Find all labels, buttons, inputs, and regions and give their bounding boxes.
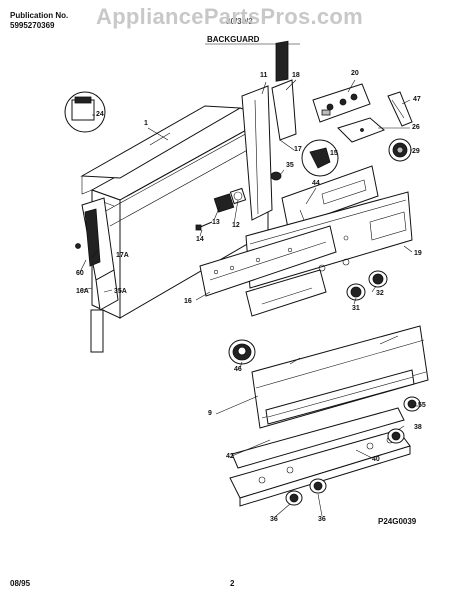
callout-35a: 35A: [114, 288, 127, 295]
callout-36-left: 36: [270, 516, 278, 523]
part-knob-31: [346, 283, 366, 301]
callout-14: 14: [196, 236, 204, 243]
part-knob-36a: [285, 490, 303, 506]
part-knob-55: [403, 396, 421, 412]
callout-13: 13: [212, 219, 220, 226]
callout-16a: 16A: [76, 288, 89, 295]
callout-1: 1: [144, 120, 148, 127]
watermark: AppliancePartsPros.com: [96, 4, 364, 29]
callout-44: 44: [312, 180, 320, 187]
callout-55: 55: [418, 402, 426, 409]
section-title: BACKGUARD: [207, 35, 260, 44]
part-knob-36b: [309, 478, 327, 494]
part-knob-38: [387, 428, 405, 444]
callout-11: 11: [260, 72, 268, 79]
part-switch-detail: [64, 91, 106, 133]
part-left-endcap: [75, 197, 119, 353]
callout-20: 20: [351, 70, 359, 77]
callout-17: 17: [294, 146, 302, 153]
part-timer-knob: [388, 138, 412, 162]
callout-47: 47: [413, 96, 421, 103]
part-end-bracket: [241, 85, 273, 221]
part-lower-rail: [231, 407, 405, 469]
part-screw: [195, 221, 213, 231]
part-terminal-block: [271, 40, 297, 141]
callout-35: 35: [286, 162, 294, 169]
callout-9: 9: [208, 410, 212, 417]
part-panel-bracket: [199, 225, 337, 297]
publication-number: 5995270369: [10, 21, 55, 30]
callout-18: 18: [292, 72, 300, 79]
drawing-id: P24G0039: [378, 517, 417, 526]
part-clock-board: [312, 83, 371, 123]
callout-17a: 17A: [116, 252, 129, 259]
page-number: 2: [230, 579, 235, 588]
leader-lines: [79, 79, 418, 517]
part-vent-strip: [265, 369, 415, 425]
callout-60: 60: [76, 270, 84, 277]
callout-36-right: 36: [318, 516, 326, 523]
callout-42: 42: [226, 453, 234, 460]
callout-24: 24: [96, 111, 104, 118]
callout-46: 46: [234, 366, 242, 373]
model-number: 30/30/3: [226, 17, 253, 26]
callout-19: 19: [414, 250, 422, 257]
callout-15: 15: [330, 150, 338, 157]
part-upper-panel: [281, 165, 379, 229]
callout-12: 12: [232, 222, 240, 229]
publication-label: Publication No.: [10, 11, 69, 20]
part-knob-46: [228, 339, 256, 365]
part-backguard-shell: [90, 107, 270, 319]
callout-32: 32: [376, 290, 384, 297]
callout-26: 26: [412, 124, 420, 131]
callout-38: 38: [414, 424, 422, 431]
callout-29: 29: [412, 148, 420, 155]
part-display-window: [245, 269, 327, 317]
callout-40: 40: [372, 456, 380, 463]
part-clip-detail: [301, 139, 339, 177]
callout-16: 16: [184, 298, 192, 305]
footer-date: 08/95: [10, 579, 31, 588]
part-grommet: [270, 171, 282, 181]
part-rear-cover: [80, 105, 242, 195]
part-lower-knob-panel: [229, 429, 411, 507]
callout-31: 31: [352, 305, 360, 312]
part-clock-lens: [337, 117, 385, 143]
part-clock-bracket: [387, 91, 413, 127]
part-knob-32: [368, 270, 388, 288]
